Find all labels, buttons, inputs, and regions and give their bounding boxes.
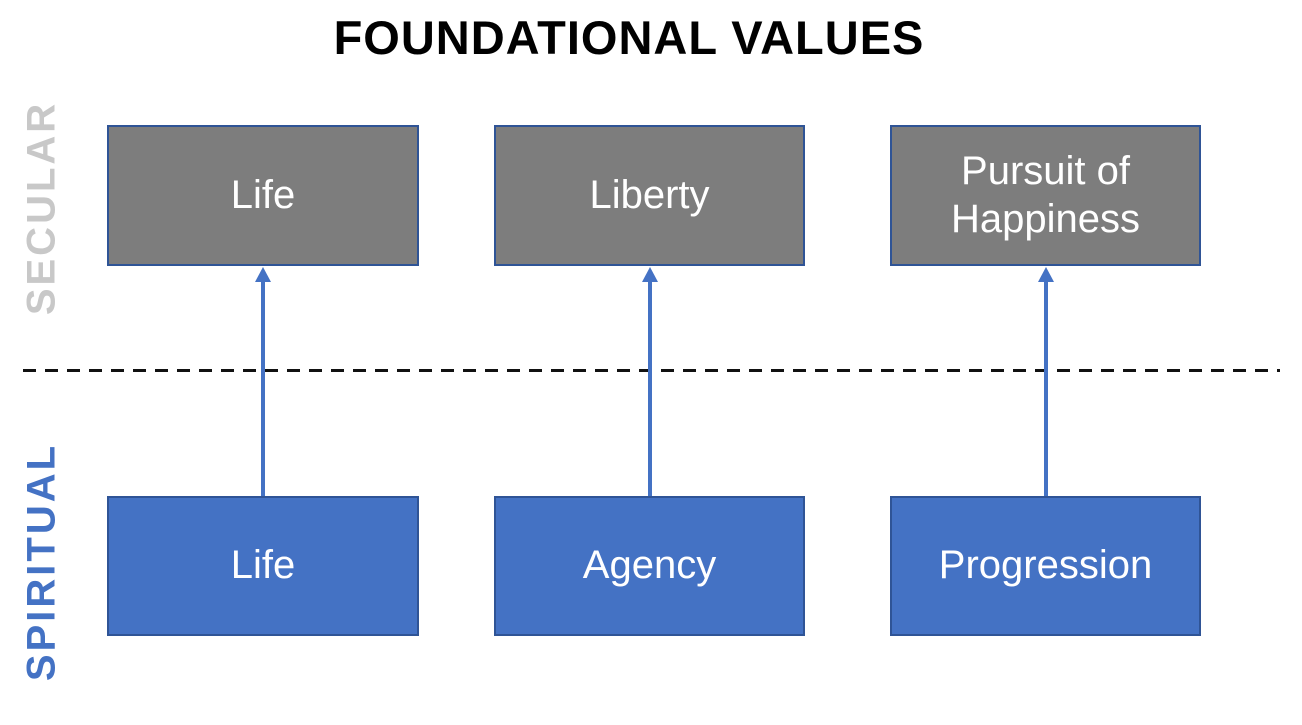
spiritual-box-life: Life	[107, 496, 419, 636]
box-label: Life	[230, 172, 296, 217]
arrow-life-to-life	[255, 267, 271, 496]
box-label: Pursuit of Happiness	[950, 149, 1140, 241]
spiritual-box-agency: Agency	[494, 496, 805, 636]
box-label: Progression	[938, 543, 1153, 588]
spiritual-section-label: SPIRITUAL	[19, 442, 64, 682]
arrow-agency-to-liberty	[642, 267, 658, 496]
secular-box-liberty: Liberty	[494, 125, 805, 266]
spiritual-box-progression: Progression	[890, 496, 1201, 636]
up-arrowhead-icon	[255, 267, 271, 282]
up-arrowhead-icon	[642, 267, 658, 282]
page-title: FOUNDATIONAL VALUES	[333, 11, 925, 64]
secular-box-life: Life	[107, 125, 419, 266]
box-label: Life	[230, 543, 296, 588]
arrow-progression-to-pursuit-of-happiness	[1038, 267, 1054, 496]
arrow-shaft	[648, 282, 652, 496]
secular-section-label: SECULAR	[19, 100, 64, 316]
arrow-shaft	[261, 282, 265, 496]
box-label: Agency	[582, 543, 717, 588]
box-label: Liberty	[589, 172, 710, 217]
arrow-shaft	[1044, 282, 1048, 496]
up-arrowhead-icon	[1038, 267, 1054, 282]
secular-box-pursuit-of-happiness: Pursuit of Happiness	[890, 125, 1201, 266]
